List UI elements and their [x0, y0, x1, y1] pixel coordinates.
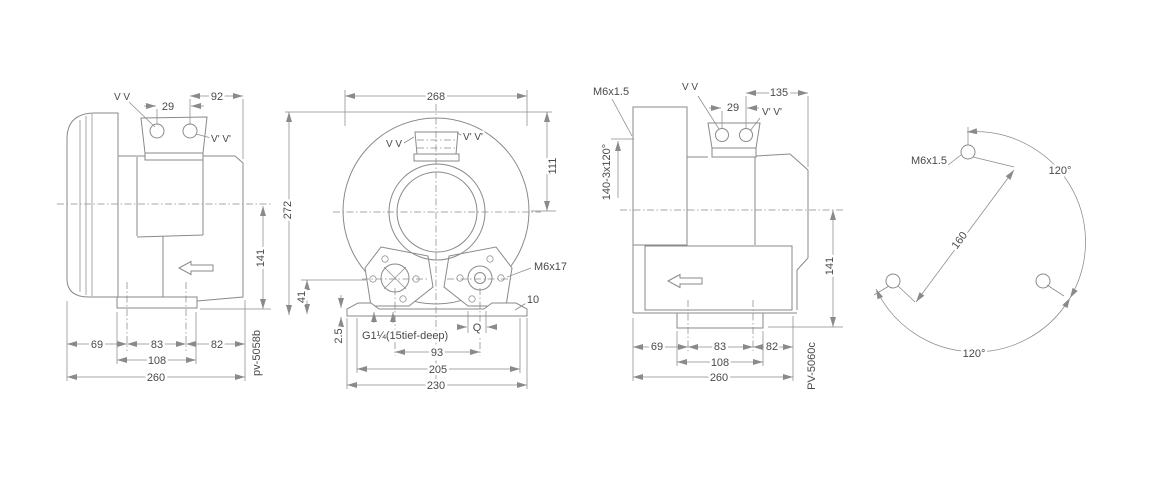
view1-motor-housing	[66, 112, 119, 298]
view2-centerlines	[333, 104, 541, 392]
vv-leader	[403, 136, 415, 144]
dim-82: 82	[766, 341, 778, 353]
flow-direction-arrow	[666, 273, 703, 289]
view1-foot	[116, 296, 198, 309]
section-label-vv-prime: V' V'	[463, 132, 483, 143]
m6x15-leader	[611, 98, 633, 137]
section-label-vv: V V	[386, 139, 402, 150]
view-side-left: V V V' V' 29 92 141 69 83 82 108 260 pv-…	[57, 89, 271, 387]
dim-93: 93	[431, 347, 443, 359]
dim-111: 111	[547, 158, 559, 175]
m6x15-leader	[947, 154, 962, 166]
view-side-right: M6x1.5 140-3x120° V V V' V' 29 135 141 6…	[591, 80, 845, 392]
dim-83: 83	[714, 341, 726, 353]
m6x17-leader	[506, 267, 532, 278]
view3-lower-body	[644, 245, 793, 311]
bolt-hole-right	[1035, 273, 1051, 289]
flow-direction-arrow	[177, 260, 214, 276]
bolt-hole-top	[960, 144, 976, 160]
view1-dimension-lines	[66, 93, 271, 381]
dim-141: 141	[255, 249, 267, 267]
base-edge-leader	[514, 301, 529, 311]
vv-leader	[697, 95, 720, 130]
view2-foot-right	[443, 246, 513, 307]
vv-leader	[128, 101, 156, 128]
annotation-g1-thread: G1¼(15tief-deep)	[362, 330, 448, 342]
part-number-pv5058b: pv-5058b	[251, 330, 263, 376]
section-label-vv: V V	[114, 92, 130, 103]
view3-dimension-lines	[611, 90, 843, 381]
dim-108: 108	[148, 355, 166, 367]
dim-120-bottom: 120°	[963, 348, 986, 360]
dim-29: 29	[162, 101, 174, 113]
view3-centerlines	[620, 209, 845, 351]
dim-2-5: 2.5	[333, 328, 345, 343]
section-label-vv: V V	[682, 82, 698, 93]
dim-41: 41	[296, 291, 308, 303]
view-front: 268 272 111 V V V' V' M6x17 10 41 2.5 G1…	[280, 89, 570, 395]
view2-port	[414, 131, 459, 155]
annotation-q: Q	[473, 322, 482, 334]
dim-120-top: 120°	[1049, 165, 1072, 177]
view3-fan-cover	[632, 106, 688, 246]
view3-port-hole-right	[739, 128, 753, 142]
dim-272: 272	[282, 201, 294, 219]
view-bolt-circle: M6x1.5 160 120° 120°	[873, 127, 1086, 363]
dim-141: 141	[824, 257, 836, 275]
annotation-m6x15: M6x1.5	[911, 155, 947, 167]
dim-69: 69	[651, 341, 663, 353]
view3-outline	[632, 106, 809, 329]
dim-83: 83	[151, 339, 163, 351]
part-number-pv5060c: PV-5060c	[806, 342, 818, 390]
dim-82: 82	[211, 339, 223, 351]
angle-arc-top-right	[966, 128, 1086, 299]
view4-geometry	[873, 127, 1086, 353]
dim-230: 230	[427, 380, 445, 392]
dim-92: 92	[211, 91, 223, 103]
dim-29: 29	[727, 102, 739, 114]
angle-arc-bottom	[875, 288, 1071, 353]
dim-135: 135	[770, 87, 788, 99]
dim-260: 260	[147, 372, 165, 384]
view2-dimension-lines	[285, 90, 556, 389]
section-label-vv-prime: V' V'	[762, 107, 782, 118]
dim-205: 205	[429, 364, 447, 376]
bolt-hole-left	[885, 273, 901, 289]
vv-prime-leader	[195, 133, 212, 139]
vv-prime-leader	[749, 117, 761, 132]
vv-prime-leader	[456, 132, 466, 138]
dim-108: 108	[711, 357, 729, 369]
annotation-bolt-circle: 140-3x120°	[601, 144, 613, 200]
view3-foot	[676, 312, 764, 329]
dim-69: 69	[91, 339, 103, 351]
dim-260: 260	[710, 372, 728, 384]
section-label-vv-prime: V' V'	[211, 134, 231, 145]
dim-268: 268	[427, 91, 445, 103]
dia-160-line	[915, 169, 1015, 303]
annotation-m6x17: M6x17	[534, 261, 567, 273]
view1-outline	[66, 112, 244, 309]
view1-centerlines	[57, 203, 271, 351]
annotation-m6x15: M6x1.5	[593, 86, 629, 98]
dim-10: 10	[527, 294, 539, 306]
